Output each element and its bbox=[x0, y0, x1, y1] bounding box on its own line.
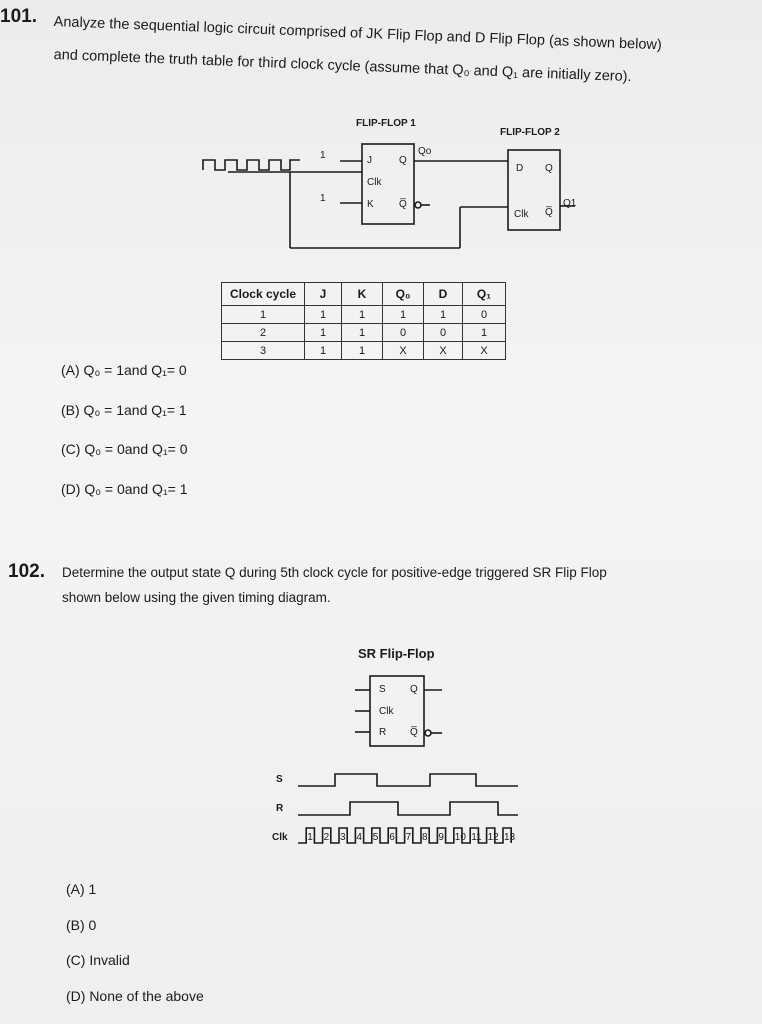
timing-r-label: R bbox=[276, 803, 284, 814]
question-101-number: 101. bbox=[0, 6, 37, 27]
header-j: J bbox=[304, 282, 342, 306]
truth-table: Clock cycle J K Q₀ D Q₁ 1 1 1 1 1 0 2 1 … bbox=[221, 282, 506, 360]
table-row: 1 1 1 1 1 0 bbox=[221, 305, 506, 324]
clk-pulse-number: 13 bbox=[504, 832, 516, 843]
clk-pulse-number: 6 bbox=[389, 832, 395, 843]
j-input-value: 1 bbox=[320, 150, 326, 161]
sr-q-pin: Q bbox=[410, 684, 418, 695]
ff2-qbar-pin: Q̅ bbox=[545, 207, 553, 218]
question-102-line2: shown below using the given timing diagr… bbox=[62, 590, 331, 605]
clk-pulse-number: 2 bbox=[324, 832, 330, 843]
clk-pulse-number: 7 bbox=[406, 832, 412, 843]
clk-pulse-number: 3 bbox=[340, 832, 346, 843]
q1-label: Q1 bbox=[563, 198, 577, 209]
table-cell: 1 bbox=[341, 341, 383, 360]
ff1-clk-pin: Clk bbox=[367, 177, 382, 188]
q101-option-d[interactable]: (D) Q₀ = 0and Q₁= 1 bbox=[61, 481, 188, 497]
table-cell: 3 bbox=[221, 341, 305, 360]
header-d: D bbox=[423, 282, 463, 306]
clk-pulse-number: 4 bbox=[356, 832, 362, 843]
q101-option-c[interactable]: (C) Q₀ = 0and Q₁= 0 bbox=[61, 441, 188, 457]
clk-pulse-number: 1 bbox=[307, 832, 313, 843]
clk-pulse-number: 5 bbox=[373, 832, 379, 843]
sr-clk-pin: Clk bbox=[379, 706, 394, 717]
clk-pulse-train bbox=[298, 827, 513, 844]
sr-s-pin: S bbox=[379, 684, 386, 695]
clk-pulse-number: 10 bbox=[455, 832, 467, 843]
k-input-value: 1 bbox=[320, 193, 326, 204]
clk-pulse-number: 12 bbox=[488, 832, 500, 843]
ff1-q-pin: Q bbox=[399, 155, 407, 166]
flip-flop-1-title: FLIP-FLOP 1 bbox=[356, 118, 416, 129]
sr-qbar-pin: Q̅ bbox=[410, 727, 418, 738]
header-clock-cycle: Clock cycle bbox=[221, 282, 305, 306]
q102-option-b[interactable]: (B) 0 bbox=[66, 917, 97, 933]
ff2-d-pin: D bbox=[516, 163, 524, 174]
sr-flip-flop-title: SR Flip-Flop bbox=[358, 646, 435, 661]
table-row: 3 1 1 X X X bbox=[221, 341, 506, 360]
q102-option-c[interactable]: (C) Invalid bbox=[66, 952, 130, 968]
sr-r-pin: R bbox=[379, 727, 387, 738]
ff1-j-pin: J bbox=[367, 155, 372, 166]
ff1-k-pin: K bbox=[367, 199, 374, 210]
q102-option-d[interactable]: (D) None of the above bbox=[66, 988, 204, 1004]
question-102-line1: Determine the output state Q during 5th … bbox=[62, 565, 607, 580]
ff2-clk-pin: Clk bbox=[514, 209, 529, 220]
clk-pulse-number: 9 bbox=[438, 832, 444, 843]
clk-pulse-number: 8 bbox=[422, 832, 428, 843]
q101-option-b[interactable]: (B) Q₀ = 1and Q₁= 1 bbox=[61, 402, 187, 418]
q0-label: Qo bbox=[418, 146, 432, 157]
header-k: K bbox=[341, 282, 383, 306]
timing-clk-label: Clk bbox=[272, 832, 288, 843]
q102-option-a[interactable]: (A) 1 bbox=[66, 881, 97, 897]
ff1-qbar-pin: Q̅ bbox=[399, 199, 407, 210]
q101-option-a[interactable]: (A) Q₀ = 1and Q₁= 0 bbox=[61, 362, 187, 378]
clk-pulse-number: 11 bbox=[471, 832, 482, 843]
header-q1: Q₁ bbox=[462, 282, 506, 306]
question-102-number: 102. bbox=[8, 561, 45, 582]
ff2-q-pin: Q bbox=[545, 163, 553, 174]
flip-flop-2-title: FLIP-FLOP 2 bbox=[500, 127, 560, 138]
timing-s-label: S bbox=[276, 774, 283, 785]
table-cell: X bbox=[462, 341, 506, 360]
